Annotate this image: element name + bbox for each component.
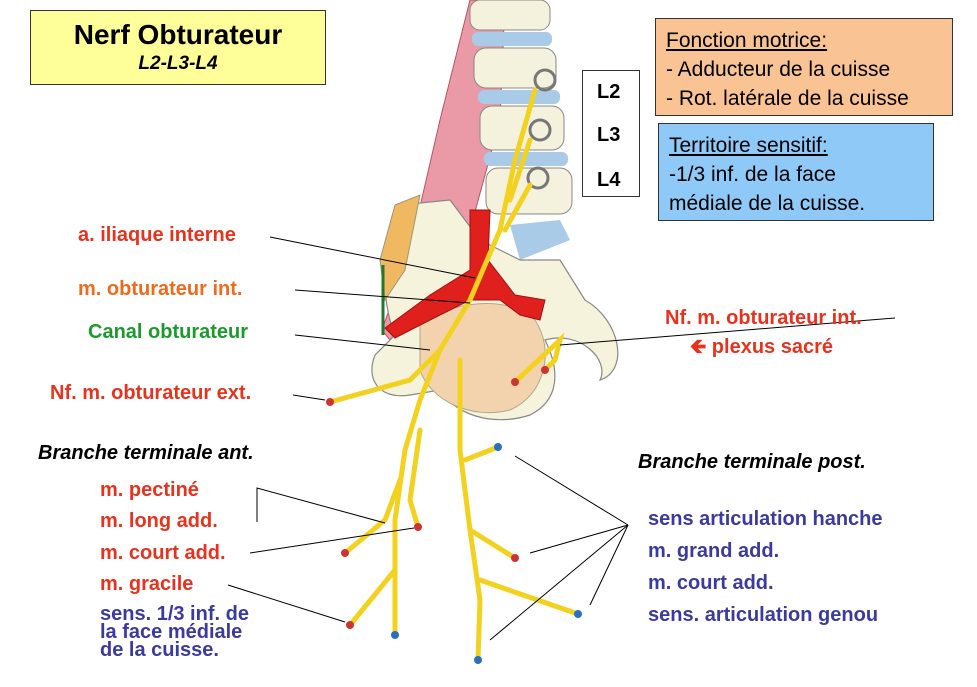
anterior-branch-heading: Branche terminale ant.: [38, 442, 254, 464]
sensory-heading: Territoire sensitif:: [669, 134, 828, 157]
label-nerve-obturator-externus: Nf. m. obturateur ext.: [50, 382, 252, 404]
level-label: L3: [597, 124, 621, 146]
level-label: L2: [597, 81, 621, 103]
sensory-territory-box: Territoire sensitif: -1/3 inf. de la fac…: [658, 123, 934, 221]
title-box: Nerf Obturateur L2-L3-L4: [30, 10, 326, 85]
nerve-roots: L2-L3-L4: [138, 53, 218, 74]
anterior-sensory-line: de la cuisse.: [100, 639, 219, 661]
motor-function-box: Fonction motrice: - Adducteur de la cuis…: [655, 18, 953, 116]
label-sacral-plexus: 🡸 plexus sacré: [690, 336, 833, 358]
posterior-item: m. court add.: [648, 572, 774, 594]
internal-iliac-artery: [384, 209, 546, 339]
motor-heading: Fonction motrice:: [666, 29, 828, 52]
anterior-item: m. gracile: [100, 573, 194, 595]
motor-item: - Rot. latérale de la cuisse: [666, 87, 909, 110]
iliacus-fragment: [379, 194, 421, 302]
title: Nerf Obturateur: [73, 19, 283, 50]
label-obturator-internus: m. obturateur int.: [78, 278, 243, 300]
posterior-branch-heading: Branche terminale post.: [638, 451, 866, 473]
motor-item: - Adducteur de la cuisse: [666, 58, 891, 81]
posterior-item: m. grand add.: [648, 540, 780, 562]
anterior-sensory-line: sens. 1/3 inf. de: [100, 603, 249, 625]
anterior-sensory: sens. 1/3 inf. de la face médiale de la …: [100, 603, 249, 661]
label-nerve-obturator-internus: Nf. m. obturateur int.: [665, 307, 862, 329]
nerve-branch-endpoints: [326, 366, 582, 664]
leader-lines: [227, 236, 896, 641]
label-iliac-artery: a. iliaque interne: [78, 224, 236, 246]
anterior-item: m. long add.: [100, 510, 218, 532]
anterior-item: m. court add.: [100, 542, 226, 564]
obturator-nerve: [327, 87, 581, 663]
sensory-line: médiale de la cuisse.: [669, 192, 866, 215]
vertebral-levels-box: L2 L3 L4: [582, 70, 640, 197]
anterior-sensory-line: la face médiale: [100, 621, 243, 643]
anterior-item: m. pectiné: [100, 479, 199, 501]
posterior-item: sens. articulation genou: [648, 604, 879, 626]
sensory-line: -1/3 inf. de la face: [669, 163, 836, 186]
posterior-item: sens articulation hanche: [648, 508, 883, 530]
level-label: L4: [597, 169, 621, 191]
label-obturator-canal: Canal obturateur: [88, 321, 249, 343]
